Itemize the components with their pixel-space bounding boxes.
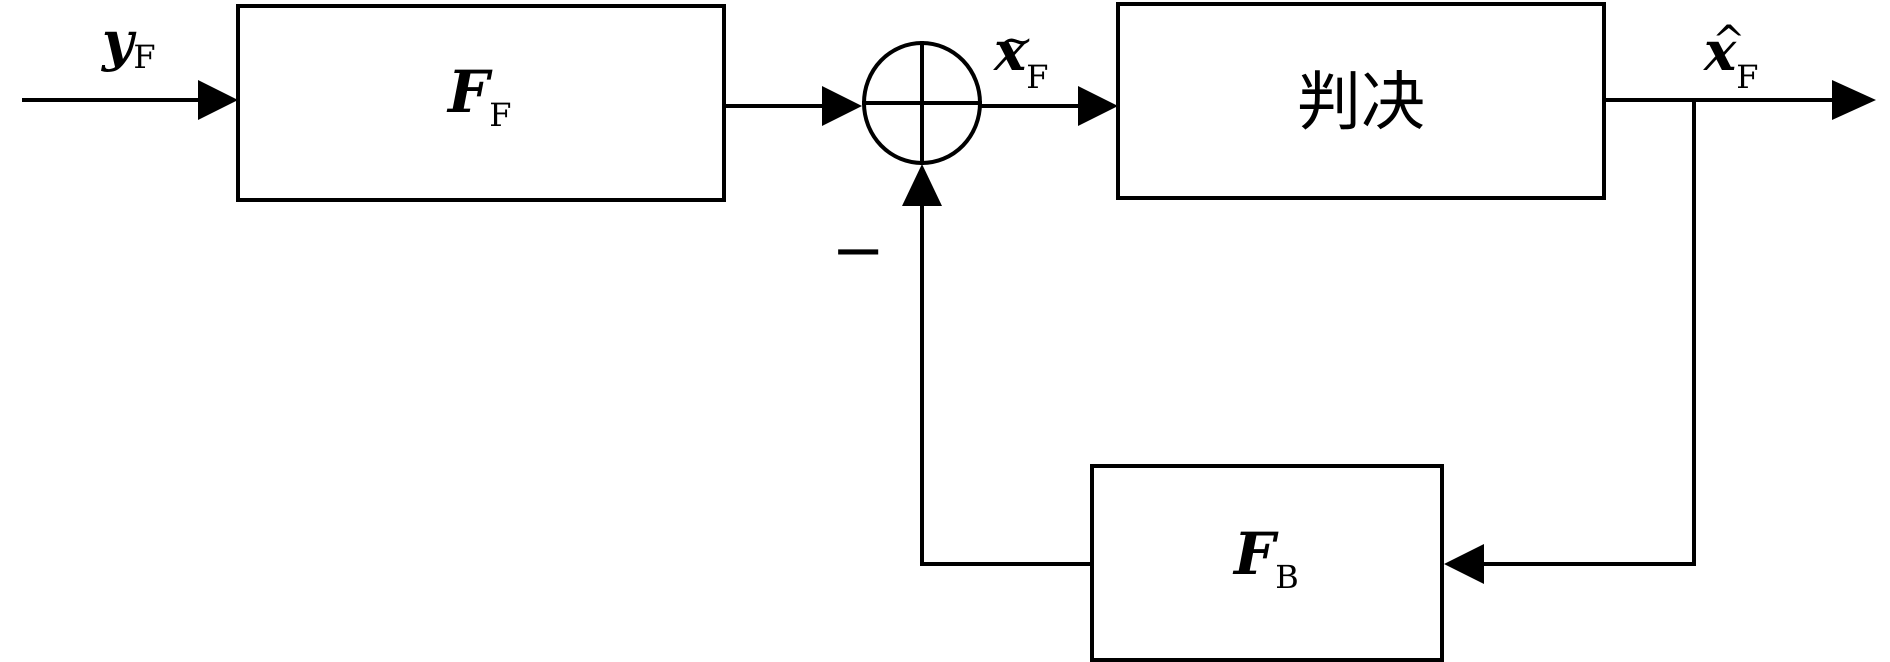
feedback-filter-input-arrowhead <box>1444 544 1484 584</box>
forward-filter-subscript: F <box>489 96 511 134</box>
input-signal-subscript: F <box>133 38 155 76</box>
summer-output-subscript: F <box>1026 58 1048 96</box>
forward-filter-block <box>236 4 726 202</box>
feedback-tap-wire <box>1480 98 1696 566</box>
input-signal-label: yF <box>101 9 156 76</box>
forward-filter-symbol: F <box>446 58 493 126</box>
feedback-filter-subscript: B <box>1275 558 1299 596</box>
svg-text:xF: xF <box>993 19 1048 96</box>
hat-accent: ^ <box>1712 18 1746 64</box>
forward-filter-label: FF <box>446 58 511 134</box>
summer-output-label: ~ xF <box>993 18 1048 96</box>
decision-input-arrowhead <box>1078 86 1118 126</box>
output-signal-symbol: x <box>1703 19 1737 83</box>
output-arrowhead <box>1832 80 1876 120</box>
svg-text:xF: xF <box>1703 19 1758 96</box>
summer-feedback-arrowhead <box>902 164 942 206</box>
feedback-minus-sign: − <box>831 214 885 288</box>
input-arrowhead <box>198 80 238 120</box>
summer-output-symbol: x <box>993 19 1027 83</box>
feedback-return-wire <box>920 198 1094 566</box>
output-signal-label: ^ xF <box>1703 18 1758 96</box>
feedback-filter-block <box>1090 464 1444 662</box>
feedback-filter-label: FB <box>1232 520 1299 596</box>
output-signal-subscript: F <box>1736 58 1758 96</box>
feedback-filter-symbol: F <box>1232 520 1279 588</box>
summing-junction <box>862 41 982 165</box>
tilde-accent: ~ <box>1000 18 1034 64</box>
decision-block <box>1116 2 1606 200</box>
decision-block-label: 判决 <box>1297 66 1425 140</box>
summer-input-arrowhead <box>822 86 862 126</box>
input-signal-symbol: y <box>101 9 137 73</box>
